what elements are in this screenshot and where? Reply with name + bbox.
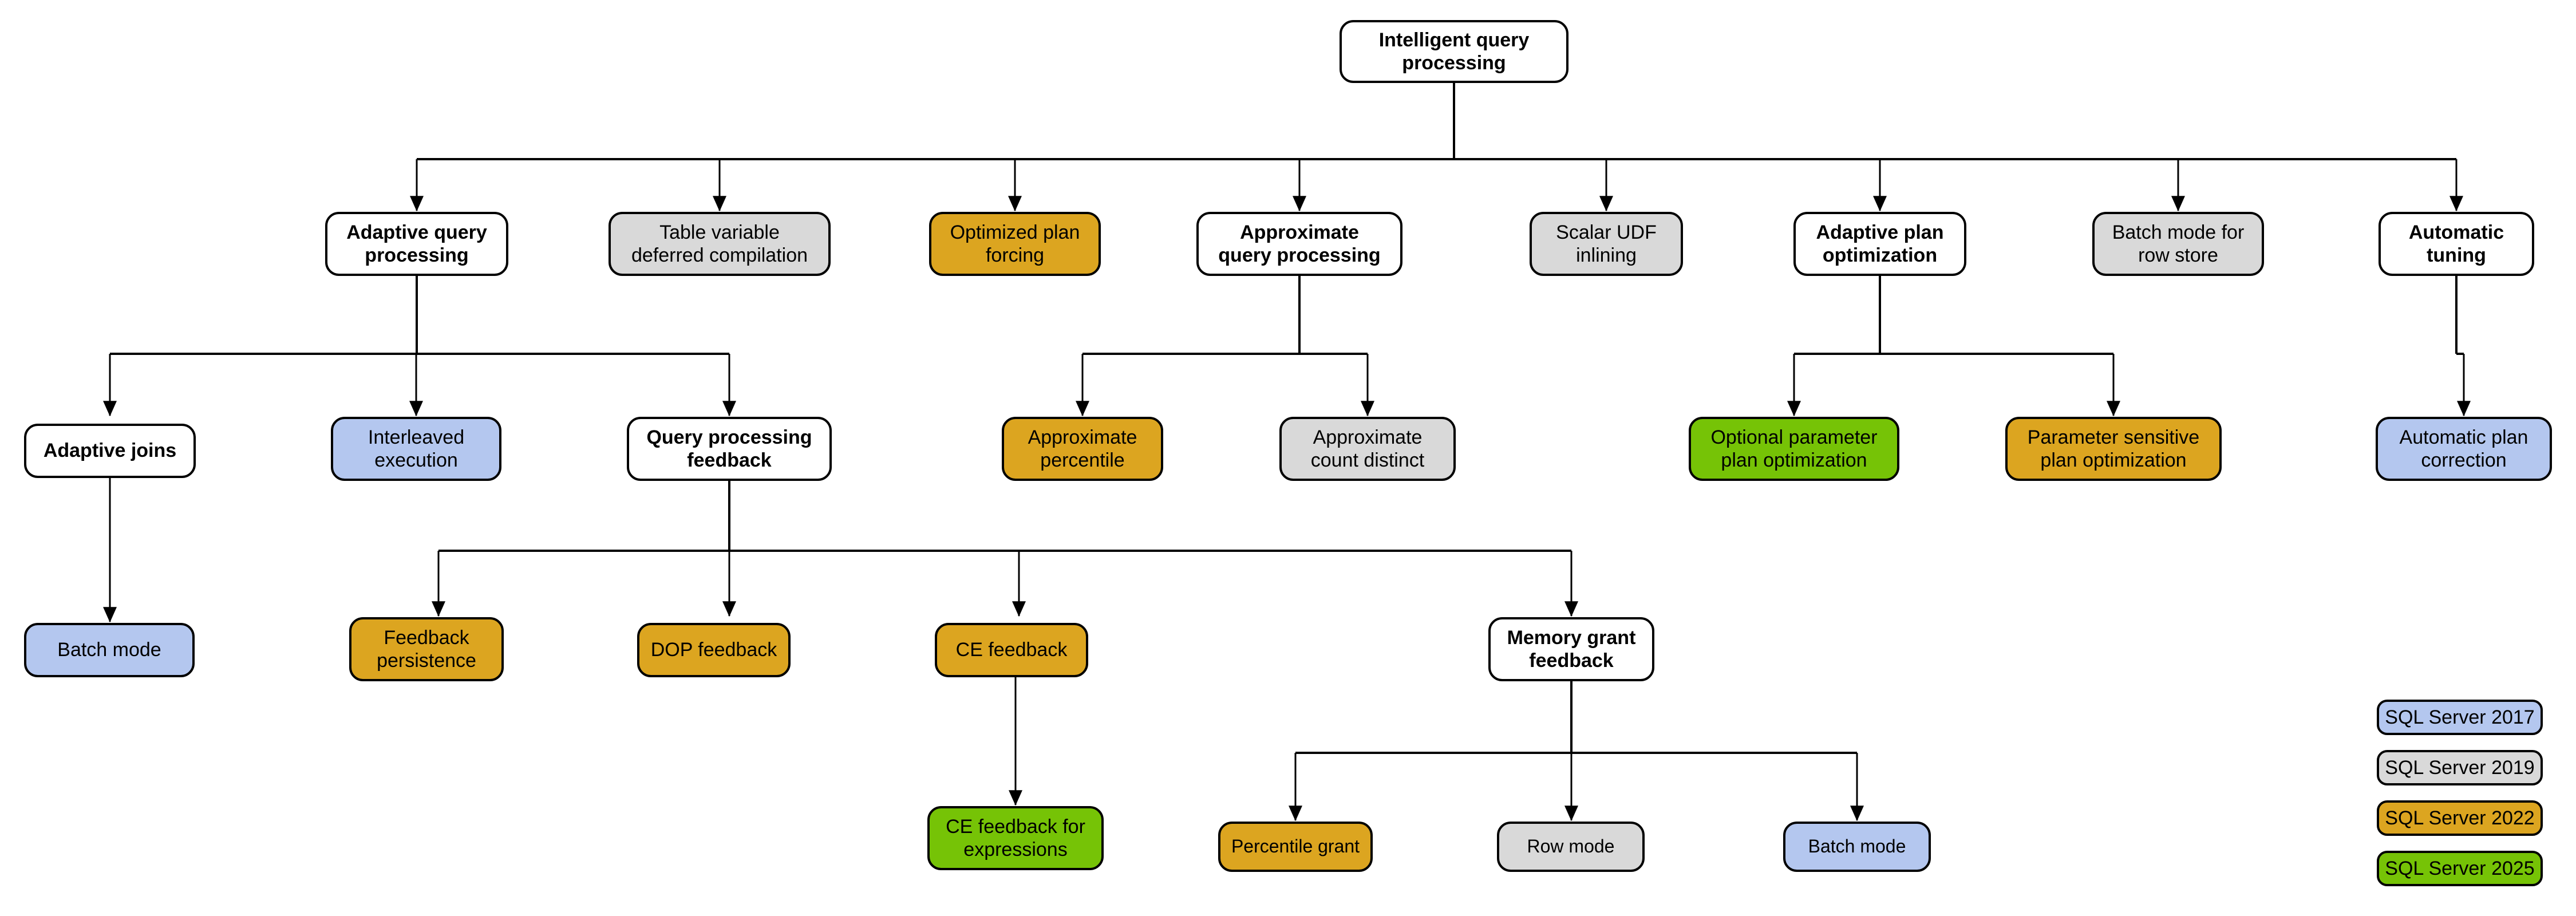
node-label: Approximate percentile	[1028, 426, 1137, 471]
node-label: Batch mode for row store	[2112, 221, 2245, 266]
node-adaptive-joins[interactable]: Adaptive joins	[24, 424, 196, 478]
node-label: Batch mode	[57, 639, 161, 661]
legend-item-sql-server-2025: SQL Server 2025	[2377, 851, 2543, 886]
node-approx-cd[interactable]: Approximate count distinct	[1279, 417, 1456, 481]
legend-item-label: SQL Server 2017	[2385, 706, 2535, 728]
node-auto-tuning[interactable]: Automatic tuning	[2379, 212, 2534, 276]
node-batch-mode-aj[interactable]: Batch mode	[24, 623, 195, 677]
node-pct-grant[interactable]: Percentile grant	[1218, 822, 1373, 872]
node-psp-opt[interactable]: Parameter sensitive plan optimization	[2005, 417, 2222, 481]
legend-item-sql-server-2019: SQL Server 2019	[2377, 750, 2543, 785]
node-approx-qp[interactable]: Approximate query processing	[1196, 212, 1402, 276]
node-mem-grant-fb[interactable]: Memory grant feedback	[1488, 617, 1654, 681]
node-adaptive-qp[interactable]: Adaptive query processing	[325, 212, 508, 276]
node-label: Adaptive query processing	[346, 221, 487, 266]
node-opt-plan-force[interactable]: Optimized plan forcing	[929, 212, 1101, 276]
node-label: Approximate query processing	[1218, 221, 1381, 266]
node-approx-pct[interactable]: Approximate percentile	[1002, 417, 1163, 481]
node-label: DOP feedback	[650, 639, 777, 661]
node-label: CE feedback	[955, 639, 1068, 661]
node-label: Parameter sensitive plan optimization	[2027, 426, 2200, 471]
node-label: Optimized plan forcing	[950, 221, 1080, 266]
node-optional-param[interactable]: Optional parameter plan optimization	[1689, 417, 1899, 481]
node-label: Adaptive plan optimization	[1816, 221, 1944, 266]
node-label: Percentile grant	[1231, 836, 1360, 857]
node-auto-plan-corr[interactable]: Automatic plan correction	[2376, 417, 2552, 481]
node-label: Interleaved execution	[368, 426, 465, 471]
legend-item-sql-server-2022: SQL Server 2022	[2377, 800, 2543, 836]
node-label: Optional parameter plan optimization	[1710, 426, 1878, 471]
node-label: Table variable deferred compilation	[631, 221, 808, 266]
node-label: Memory grant feedback	[1507, 626, 1636, 672]
node-label: Query processing feedback	[646, 426, 812, 471]
node-batch-rowstore[interactable]: Batch mode for row store	[2092, 212, 2264, 276]
node-root[interactable]: Intelligent query processing	[1340, 20, 1568, 83]
node-interleaved[interactable]: Interleaved execution	[331, 417, 501, 481]
node-adaptive-plan[interactable]: Adaptive plan optimization	[1793, 212, 1966, 276]
node-label: Adaptive joins	[43, 440, 177, 462]
legend-item-sql-server-2017: SQL Server 2017	[2377, 700, 2543, 735]
node-ce-fb-expr[interactable]: CE feedback for expressions	[927, 806, 1104, 870]
node-label: Intelligent query processing	[1378, 29, 1530, 74]
legend-item-label: SQL Server 2025	[2385, 857, 2535, 879]
node-label: Automatic tuning	[2408, 221, 2504, 266]
node-label: Batch mode	[1808, 836, 1906, 857]
legend-item-label: SQL Server 2022	[2385, 807, 2535, 829]
node-label: Automatic plan correction	[2399, 426, 2528, 471]
legend-item-label: SQL Server 2019	[2385, 756, 2535, 779]
node-label: Scalar UDF inlining	[1556, 221, 1657, 266]
node-label: CE feedback for expressions	[946, 815, 1085, 860]
node-row-mode[interactable]: Row mode	[1497, 822, 1645, 872]
node-batch-mode-mg[interactable]: Batch mode	[1783, 822, 1931, 872]
node-label: Row mode	[1527, 836, 1615, 857]
node-dop-feedback[interactable]: DOP feedback	[637, 623, 791, 677]
node-ce-feedback[interactable]: CE feedback	[935, 623, 1088, 677]
node-qp-feedback[interactable]: Query processing feedback	[627, 417, 832, 481]
node-fb-persistence[interactable]: Feedback persistence	[349, 617, 504, 681]
node-label: Approximate count distinct	[1310, 426, 1425, 471]
node-label: Feedback persistence	[377, 626, 476, 672]
node-tvdc[interactable]: Table variable deferred compilation	[609, 212, 831, 276]
node-scalar-udf[interactable]: Scalar UDF inlining	[1530, 212, 1683, 276]
